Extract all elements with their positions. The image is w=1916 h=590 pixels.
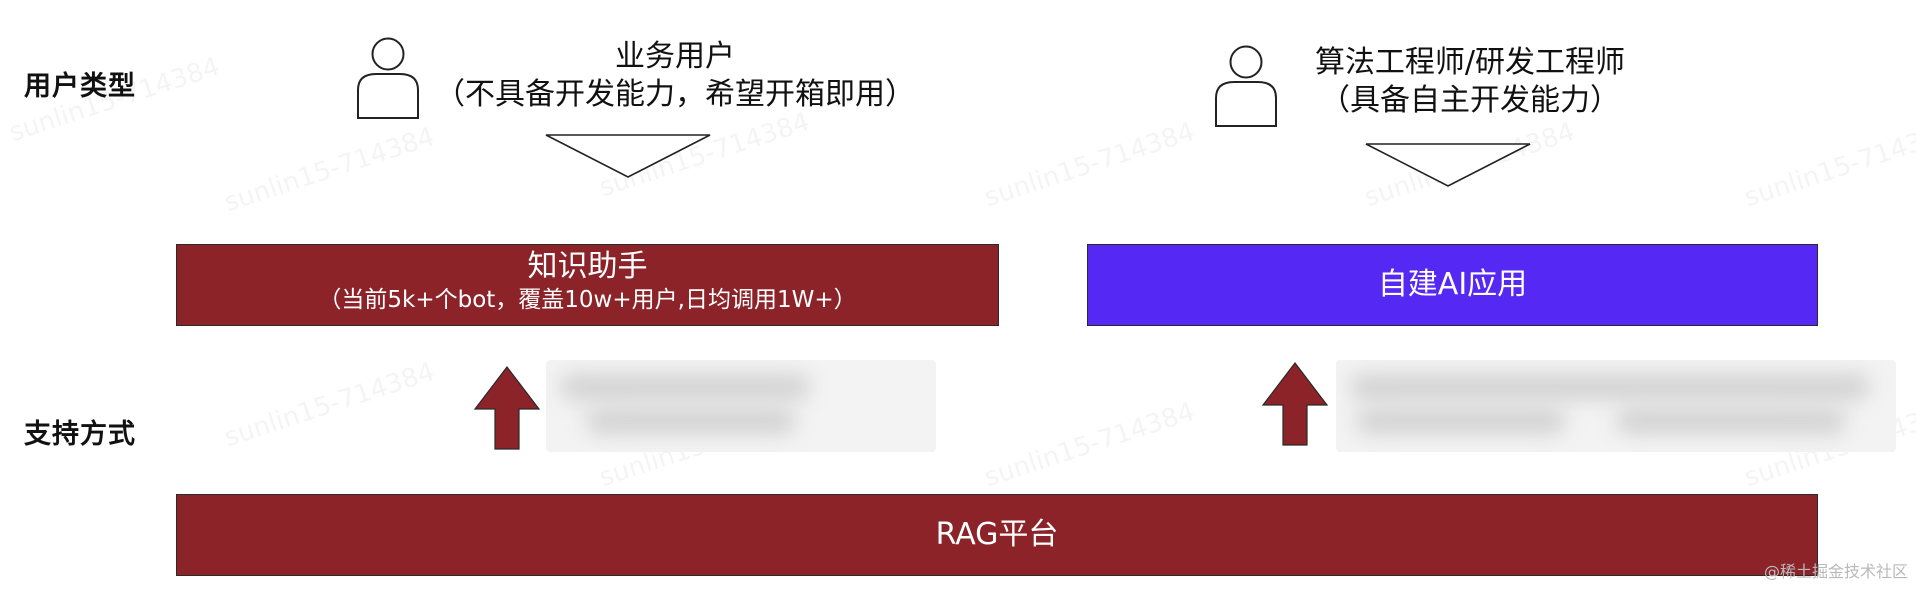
watermark: sunlin15-714384 [981, 397, 1199, 493]
redacted-description [1336, 360, 1896, 452]
watermark: sunlin15-714384 [981, 117, 1199, 213]
watermark: sunlin15-714384 [221, 357, 439, 453]
knowledge-assistant-box: 知识助手 （当前5k+个bot，覆盖10w+用户,日均调用1W+） [176, 244, 999, 326]
self-built-ai-title: 自建AI应用 [1377, 267, 1528, 302]
redacted-description [546, 360, 936, 452]
label-user-types: 用户类型 [24, 71, 136, 102]
knowledge-assistant-title: 知识助手 [527, 249, 648, 284]
rag-platform-box: RAG平台 [176, 494, 1818, 576]
business-user-name: 业务用户 [615, 39, 735, 74]
label-support-methods: 支持方式 [24, 419, 136, 450]
business-user-caption: 业务用户 （不具备开发能力，希望开箱即用） [435, 38, 915, 114]
down-triangle-icon [545, 134, 711, 178]
watermark: sunlin15-714384 [221, 122, 439, 218]
knowledge-assistant-subtitle: （当前5k+个bot，覆盖10w+用户,日均调用1W+） [318, 287, 857, 313]
engineer-user-desc: （具备自主开发能力） [1320, 83, 1620, 118]
engineer-user-name: 算法工程师/研发工程师 [1314, 45, 1626, 80]
self-built-ai-box: 自建AI应用 [1087, 244, 1818, 326]
business-user-desc: （不具备开发能力，希望开箱即用） [435, 77, 915, 112]
source-credit: @稀土掘金技术社区 [1763, 562, 1908, 581]
engineer-user-caption: 算法工程师/研发工程师 （具备自主开发能力） [1270, 44, 1670, 120]
person-icon [1215, 45, 1277, 127]
down-triangle-icon [1365, 143, 1531, 187]
up-arrow-icon [1261, 362, 1329, 446]
person-icon [357, 37, 419, 119]
up-arrow-icon [473, 366, 541, 450]
watermark: sunlin15-714384 [1741, 117, 1916, 213]
rag-platform-title: RAG平台 [935, 517, 1059, 552]
